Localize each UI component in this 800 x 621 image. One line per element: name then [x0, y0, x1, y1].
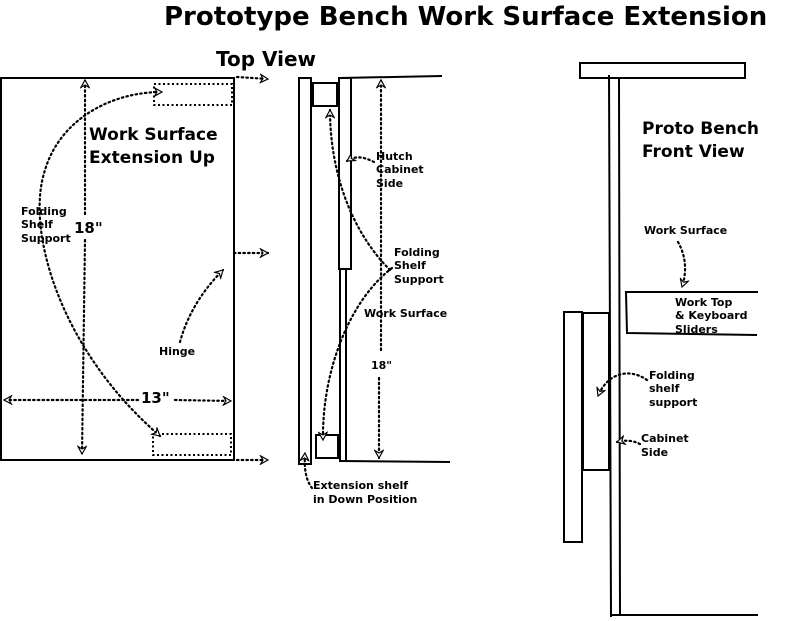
side-folding-label-line3: Support — [394, 273, 444, 286]
work-surface-bottom-line — [339, 460, 451, 463]
cabinet-side-arrow — [617, 441, 642, 444]
post-right — [618, 77, 621, 616]
front-view: Proto Bench Front View Work Surface Work… — [563, 62, 759, 618]
work-top — [624, 291, 758, 336]
cabinet-side-label-line1: Cabinet — [641, 432, 689, 445]
bottom-block — [315, 434, 339, 459]
folding-support-label-line3: Support — [21, 232, 71, 245]
extension-shelf-label-line2: in Down Position — [313, 493, 417, 506]
side-folding-label-line1: Folding — [394, 246, 440, 259]
extension-label-line2: Extension Up — [89, 148, 215, 168]
side-view: Hutch Cabinet Side 18" Folding Shelf Sup… — [298, 75, 451, 506]
front-work-surface-arrow — [676, 240, 685, 287]
hutch-label-line2: Cabinet — [376, 163, 424, 176]
hutch-label-line3: Side — [376, 177, 403, 190]
folding-support-label-line2: Shelf — [21, 218, 53, 231]
front-folding-arrow — [598, 372, 649, 396]
front-view-heading-line2: Front View — [642, 142, 745, 162]
hinge-arrow — [178, 268, 225, 344]
work-top-label-line3: Sliders — [675, 323, 718, 336]
side-folding-label-line2: Shelf — [394, 259, 426, 272]
work-top-label-line1: Work Top — [675, 296, 732, 309]
top-view-heading: Top View — [216, 47, 316, 71]
work-top-label-line2: & Keyboard — [675, 309, 748, 322]
side-height-label: 18" — [371, 359, 392, 372]
front-work-surface-label: Work Surface — [644, 224, 727, 237]
hutch-top-plank — [579, 62, 746, 79]
diagram-title: Prototype Bench Work Surface Extension — [164, 2, 767, 32]
extension-shelf-arrow — [305, 453, 314, 490]
front-folding-label-line3: support — [649, 396, 697, 409]
side-work-surface-label: Work Surface — [364, 307, 447, 320]
height-dimension-label: 18" — [74, 219, 103, 237]
front-folding-label-line1: Folding — [649, 369, 695, 382]
width-dimension-arrow-right — [173, 400, 231, 401]
projection-arrow-top — [235, 77, 268, 79]
extension-shelf-label-line1: Extension shelf — [313, 479, 408, 492]
folding-support-arc — [38, 92, 162, 438]
hutch-cabinet-side — [338, 77, 352, 270]
front-view-heading-line1: Proto Bench — [642, 119, 759, 139]
side-folding-arrow-up — [330, 110, 392, 272]
side-folding-arrow-down — [323, 266, 394, 440]
width-dimension-label: 13" — [141, 389, 170, 407]
hutch-label-line1: Hutch — [376, 150, 413, 163]
hinge-label: Hinge — [159, 345, 195, 358]
bottom-bracket — [152, 433, 232, 456]
top-block — [312, 82, 338, 107]
top-view: Top View Work Surface Extension Up Foldi… — [0, 47, 316, 461]
folding-support-label-line1: Folding — [21, 205, 67, 218]
extension-panel — [0, 77, 235, 461]
cabinet-side-label-line2: Side — [641, 446, 668, 459]
front-folding-support — [582, 312, 610, 471]
work-surface-top-line — [339, 75, 443, 79]
extension-label-line1: Work Surface — [89, 125, 218, 145]
extension-shelf-down — [298, 77, 312, 465]
hutch-arrow — [345, 157, 376, 164]
front-extension-shelf — [563, 311, 583, 543]
top-bracket — [153, 83, 233, 106]
front-folding-label-line2: shelf — [649, 382, 680, 395]
